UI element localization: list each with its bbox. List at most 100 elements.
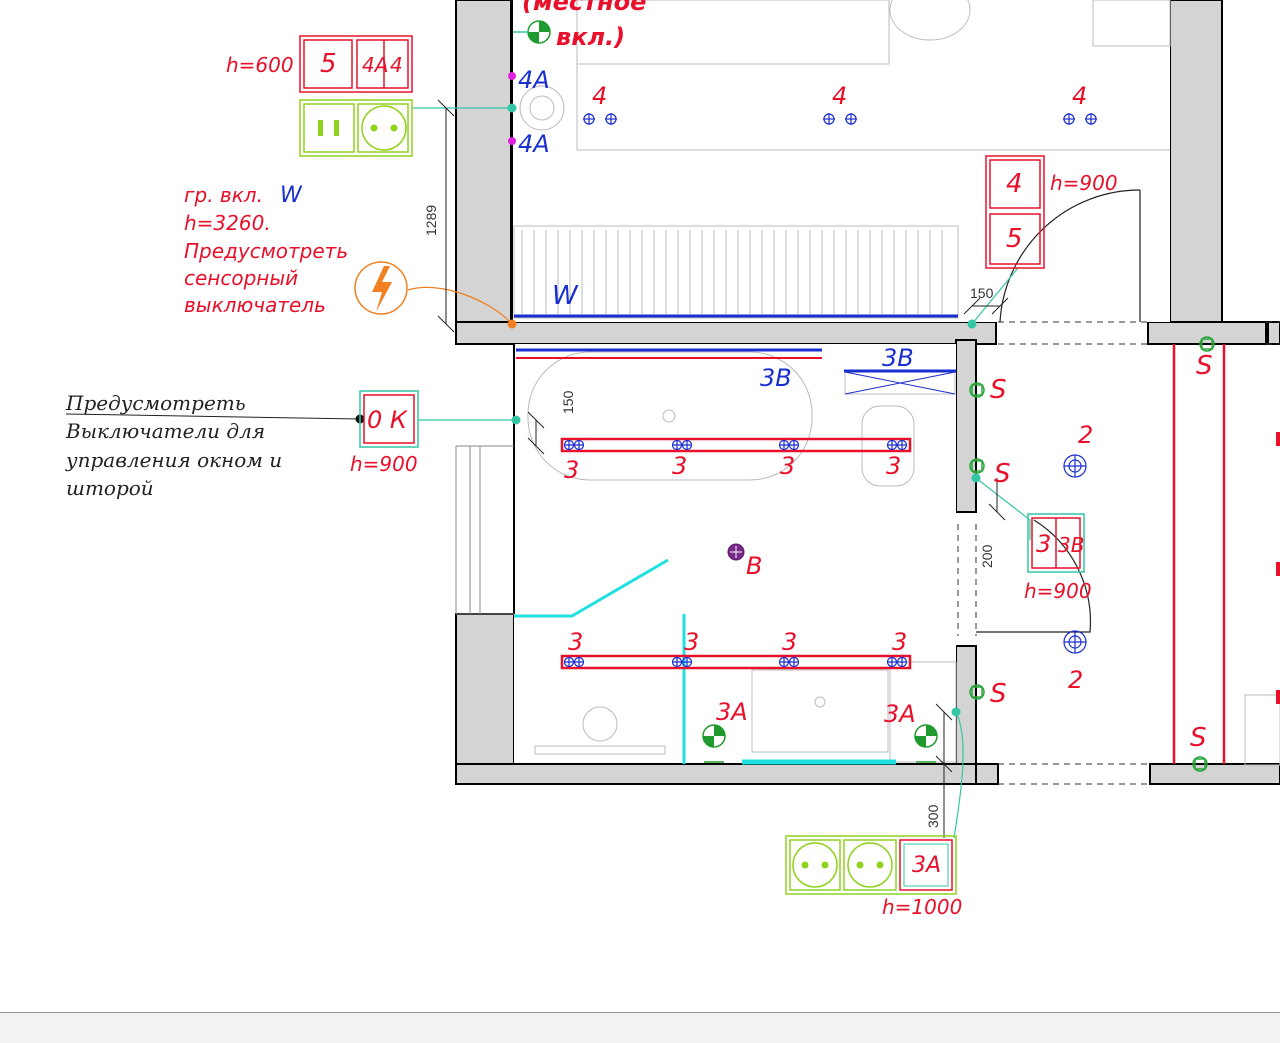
group-3-3: 3 (780, 452, 795, 480)
labels: (местное вкл.) h=600 5 4A 4 4A 4A 4 4 4 … (65, 0, 1213, 919)
group-3-1: 3 (564, 456, 579, 484)
window-note-4: шторой (66, 476, 154, 500)
wall-left-lower (455, 613, 515, 785)
window-left (455, 445, 514, 615)
switch-top-a: 5 (320, 49, 337, 79)
window-note-1: Предусмотреть (65, 391, 246, 415)
sockets-top-height: h=600 (226, 53, 294, 77)
sensor-label-5: S (1190, 723, 1207, 753)
ceiling-light (1063, 454, 1087, 478)
group-switch-note-code: W (280, 183, 303, 208)
sensor-label-4: S (1196, 351, 1213, 381)
shower-glass (514, 558, 896, 765)
led-lines (514, 314, 1280, 764)
ceiling-light (1063, 630, 1087, 654)
group-switch-note-3: Предусмотреть (184, 239, 348, 263)
switch-top-c: 4 (390, 53, 403, 77)
wall-far-right-bottom (1149, 763, 1280, 785)
dim-150-top: 150 (970, 285, 994, 301)
wall-bottom-stub (975, 763, 999, 785)
group-4-1: 4 (592, 82, 607, 110)
motion-sensor-icon (969, 684, 985, 700)
group-switch-note-1: гр. вкл. (184, 183, 263, 207)
wall-far-right-top (1147, 321, 1267, 345)
sensor-label-2: S (994, 459, 1011, 489)
sockets-bottom-height: h=1000 (882, 895, 962, 919)
spot-pair (563, 439, 585, 451)
spot-pair (671, 656, 693, 668)
group-switch-note-2: h=3260. (184, 211, 271, 235)
radiator (521, 230, 943, 314)
dim-200: 200 (979, 544, 995, 568)
spot-pair (1063, 113, 1097, 125)
wall-lamp-icon (702, 724, 726, 763)
group-3-8: 3 (892, 628, 907, 656)
group-2-1: 2 (1078, 421, 1093, 449)
dimension-lines (437, 99, 1009, 838)
socket-block-bottom (785, 835, 957, 895)
group-switch-note-4: сенсорный (184, 266, 298, 290)
furniture (513, 0, 1280, 766)
bottom-scroll-bar[interactable] (0, 1012, 1280, 1043)
group-3-6: 3 (684, 628, 699, 656)
leader-lines (412, 107, 1031, 839)
crossed-box (844, 371, 956, 395)
door-switch-bottom: 5 (1006, 224, 1023, 254)
wall-mid-top (455, 321, 997, 345)
top-note-line1: (местное (522, 0, 646, 16)
spot-pair (823, 113, 857, 125)
motion-sensor-icon (1199, 336, 1215, 352)
switch-top-b: 4A (362, 53, 388, 77)
exhaust-fan-icon (727, 543, 745, 561)
wall-bottom (455, 763, 997, 785)
dim-150-left: 150 (560, 390, 576, 414)
group-switch-note-5: выключатель (184, 293, 326, 317)
group-3-7: 3 (782, 628, 797, 656)
track-rail-upper (560, 437, 912, 453)
top-note-line2: вкл.) (556, 23, 625, 51)
spot-pair (583, 113, 617, 125)
window-switch-label: 0 К (367, 406, 408, 434)
lightning-icon (354, 261, 408, 315)
spot-pair (778, 439, 800, 451)
corridor-switch-height: h=900 (1024, 579, 1092, 603)
sensor-leader (407, 286, 513, 325)
wall-right-edge (1267, 321, 1280, 345)
socket-block-top (299, 99, 413, 157)
socket-contacts (801, 861, 884, 869)
spot-pair (563, 656, 585, 668)
spot-pair (671, 439, 693, 451)
group-2-2: 2 (1068, 666, 1083, 694)
spot-pair (886, 656, 908, 668)
door-switch-top: 4 (1006, 169, 1023, 199)
sensor-label-3: S (990, 679, 1007, 709)
wall-lamp-icon (513, 20, 551, 44)
marker-b: B (746, 552, 762, 580)
window-switch-height: h=900 (350, 452, 418, 476)
dim-300: 300 (925, 804, 941, 828)
motion-sensor-icon (969, 458, 985, 474)
window-note-2: Выключатели для (65, 419, 265, 443)
wall-left-upper (455, 0, 513, 341)
group-4-3: 4 (1072, 82, 1087, 110)
motion-sensor-icon (969, 382, 985, 398)
marker-4a-1: 4A (518, 66, 550, 94)
group-3-2: 3 (672, 452, 687, 480)
corridor-switch-a: 3 (1036, 530, 1051, 558)
socket-contacts (318, 120, 398, 136)
group-3a-1: 3A (716, 698, 748, 726)
wall-lamp-icon (914, 724, 938, 763)
window-note-3: управления окном и (65, 448, 282, 472)
wall-right-upper (955, 339, 977, 513)
door-switch-block (985, 155, 1045, 269)
sockets-bottom-switch: 3A (912, 853, 941, 878)
connection-dots (355, 72, 981, 717)
group-3-4: 3 (886, 452, 901, 480)
spot-pair (778, 656, 800, 668)
marker-4a-2: 4A (518, 130, 550, 158)
spot-pair (886, 439, 908, 451)
note-leader (65, 413, 361, 420)
sensor-label-1: S (990, 375, 1007, 405)
switch-block-top (299, 35, 413, 93)
